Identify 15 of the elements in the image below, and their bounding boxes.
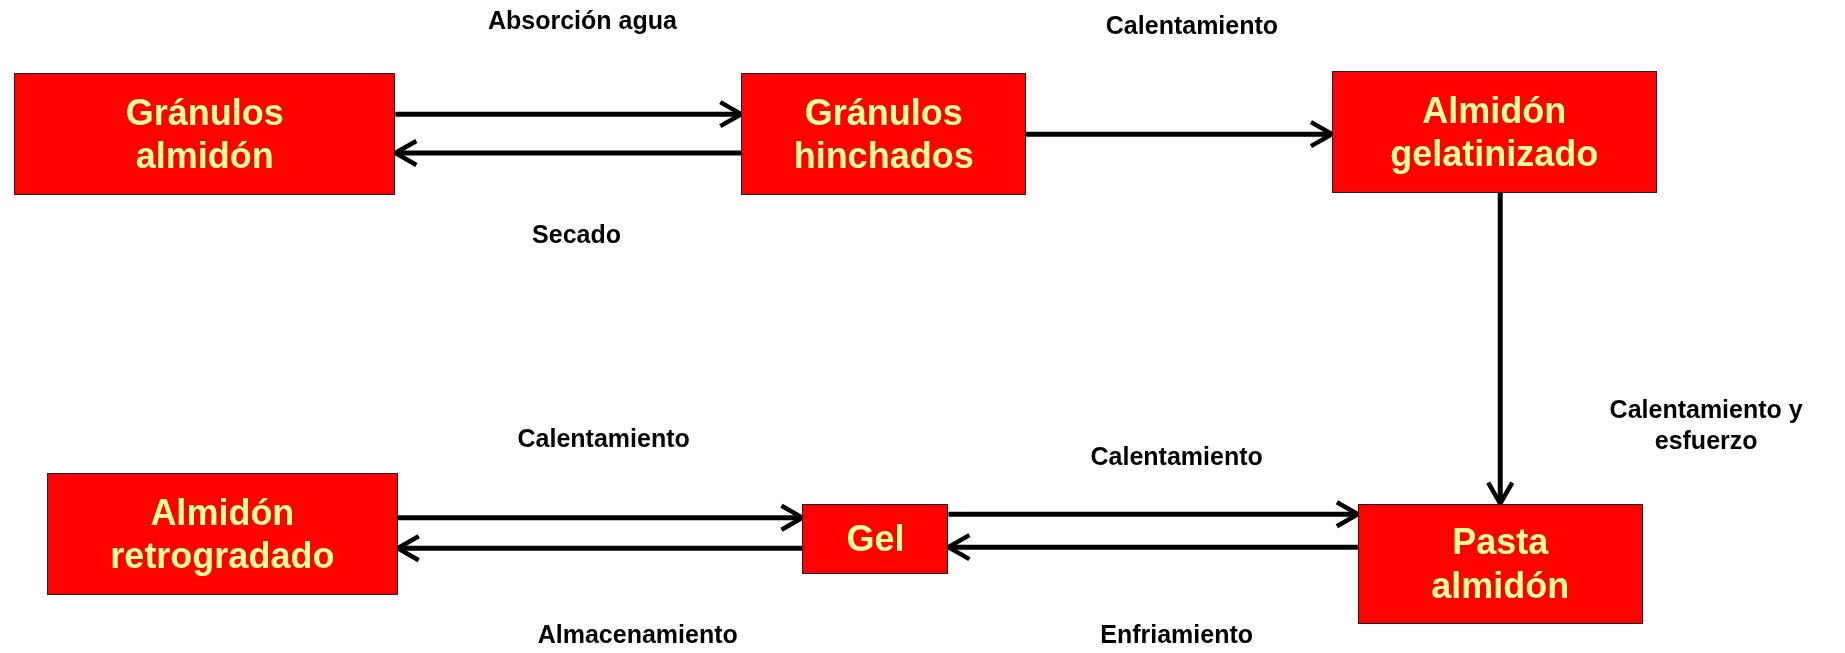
box-label: Almidón retrogradado (109, 491, 336, 578)
process-box (47, 473, 398, 596)
process-box (802, 503, 949, 575)
box-label: Gránulos almidón (124, 90, 285, 178)
process-box (14, 72, 396, 196)
arrow (946, 532, 1358, 562)
process-box (1357, 503, 1643, 624)
arrow (393, 138, 742, 168)
box-label: Gránulos hinchados (792, 90, 975, 178)
box-label: Pasta almidón (1430, 520, 1571, 607)
box-label: Almidón gelatinizado (1389, 88, 1600, 175)
box-label: Gel (846, 517, 905, 561)
process-box (741, 72, 1027, 196)
process-box (1331, 70, 1657, 193)
arrow (1486, 192, 1515, 506)
